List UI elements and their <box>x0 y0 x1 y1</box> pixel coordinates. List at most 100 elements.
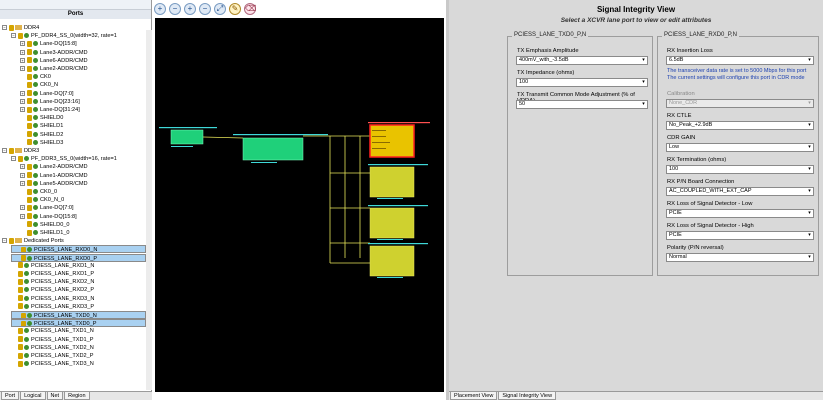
collapse-icon[interactable]: − <box>11 33 16 39</box>
lock-icon[interactable] <box>27 40 32 47</box>
lock-icon[interactable] <box>27 131 32 138</box>
tx-cm-select[interactable]: 50▾ <box>516 100 648 109</box>
tree-row[interactable]: CK0 <box>20 73 146 81</box>
tree-row[interactable]: PCIESS_LANE_RXD0_P <box>11 253 146 262</box>
lock-icon[interactable] <box>21 255 26 261</box>
lock-icon[interactable] <box>9 237 14 244</box>
expand-icon[interactable]: + <box>20 172 25 178</box>
tree-row[interactable]: CK0_N <box>20 81 146 89</box>
tab-logical[interactable]: Logical <box>20 392 46 400</box>
tree-row[interactable]: +Lane-DQ[7:0] <box>20 90 146 98</box>
los-low-select[interactable]: PCIE▾ <box>666 209 814 218</box>
tree-row[interactable]: SHIELD0 <box>20 114 146 122</box>
tab-region[interactable]: Region <box>64 392 90 400</box>
tree-row[interactable]: +Lane6-ADDR/CMD <box>20 57 146 65</box>
tab-net[interactable]: Net <box>46 392 64 400</box>
tree-row[interactable]: −DDR4 <box>2 24 146 32</box>
tree-row[interactable]: PCIESS_LANE_RXD3_P <box>11 303 146 311</box>
tree-row[interactable]: PCIESS_LANE_RXD1_P <box>11 270 146 278</box>
lock-icon[interactable] <box>27 172 32 179</box>
lock-icon[interactable] <box>18 336 23 343</box>
lock-icon[interactable] <box>27 57 32 64</box>
tree-row[interactable]: PCIESS_LANE_RXD3_N <box>11 295 146 303</box>
lock-icon[interactable] <box>27 221 32 228</box>
tree-row[interactable]: PCIESS_LANE_TXD3_N <box>11 360 146 368</box>
board-connection-select[interactable]: AC_COUPLED_WITH_EXT_CAP▾ <box>666 187 814 196</box>
expand-icon[interactable]: + <box>20 205 25 211</box>
tree-row[interactable]: SHIELD1 <box>20 122 146 130</box>
lock-icon[interactable] <box>9 24 14 31</box>
lock-icon[interactable] <box>18 344 23 351</box>
tree-row[interactable]: PCIESS_LANE_RXD0_N <box>11 245 146 254</box>
rx-termination-select[interactable]: 100▾ <box>666 165 814 174</box>
lock-icon[interactable] <box>27 114 32 121</box>
tree-row[interactable]: +Lane-DQ[23:16] <box>20 98 146 106</box>
tree-row[interactable]: PCIESS_LANE_TXD1_P <box>11 336 146 344</box>
rx-loss-select[interactable]: 6.5dB▾ <box>666 56 814 65</box>
ctle-select[interactable]: No_Peak_+2.9dB▾ <box>666 121 814 130</box>
lock-icon[interactable] <box>27 81 32 88</box>
lock-icon[interactable] <box>27 180 32 187</box>
tree-row[interactable]: CK0_0 <box>20 188 146 196</box>
tree-row[interactable]: +Lane3-ADDR/CMD <box>20 49 146 57</box>
tree-row[interactable]: PCIESS_LANE_TXD1_N <box>11 327 146 335</box>
expand-icon[interactable]: + <box>20 180 25 186</box>
tree-row[interactable]: SHIELD0_0 <box>20 221 146 229</box>
tree-row[interactable]: +Lane5-ADDR/CMD <box>20 180 146 188</box>
lock-icon[interactable] <box>18 327 23 334</box>
lock-icon[interactable] <box>27 139 32 146</box>
eraser-icon[interactable]: ⌫ <box>244 3 257 15</box>
fit-icon[interactable]: ⤢ <box>214 3 226 15</box>
tree-row[interactable]: SHIELD2 <box>20 131 146 139</box>
expand-icon[interactable]: + <box>20 41 25 47</box>
tab-signal-integrity-view[interactable]: Signal Integrity View <box>498 392 557 400</box>
pencil-icon[interactable]: ✎ <box>229 3 241 15</box>
tree-row[interactable]: +Lane2-ADDR/CMD <box>20 65 146 73</box>
lock-icon[interactable] <box>27 204 32 211</box>
los-high-select[interactable]: PCIE▾ <box>666 231 814 240</box>
splitter[interactable] <box>446 0 449 400</box>
lock-icon[interactable] <box>18 155 23 162</box>
collapse-icon[interactable]: − <box>2 238 7 244</box>
lock-icon[interactable] <box>27 163 32 170</box>
tree-row[interactable]: PCIESS_LANE_TXD0_P <box>11 319 146 328</box>
tab-port[interactable]: Port <box>1 392 20 400</box>
zoom-out-alt-icon[interactable]: − <box>199 3 211 15</box>
ports-scrollbar[interactable] <box>146 30 152 390</box>
lock-icon[interactable] <box>27 73 32 80</box>
expand-icon[interactable]: + <box>20 98 25 104</box>
zoom-in-icon[interactable]: + <box>154 3 166 15</box>
lock-icon[interactable] <box>18 303 23 310</box>
lock-icon[interactable] <box>18 295 23 302</box>
tree-row[interactable]: +Lane-DQ[15:8] <box>20 213 146 221</box>
tree-row[interactable]: −PF_DDR4_SS_0(width=32, rate=1 <box>11 32 146 40</box>
expand-icon[interactable]: + <box>20 49 25 55</box>
tree-row[interactable]: +Lane2-ADDR/CMD <box>20 163 146 171</box>
collapse-icon[interactable]: − <box>2 25 7 31</box>
zoom-in-alt-icon[interactable]: + <box>184 3 196 15</box>
lock-icon[interactable] <box>18 286 23 293</box>
tree-row[interactable]: PCIESS_LANE_TXD2_P <box>11 352 146 360</box>
lock-icon[interactable] <box>27 98 32 105</box>
lock-icon[interactable] <box>18 278 23 285</box>
tree-row[interactable]: SHIELD3 <box>20 139 146 147</box>
expand-icon[interactable]: + <box>20 57 25 63</box>
collapse-icon[interactable]: − <box>2 148 7 154</box>
tree-row[interactable]: −PF_DDR3_SS_0(width=16, rate=1 <box>11 155 146 163</box>
lock-icon[interactable] <box>27 65 32 72</box>
tree-row[interactable]: +Lane-DQ[15:8] <box>20 40 146 48</box>
tree-row[interactable]: PCIESS_LANE_RXD1_N <box>11 262 146 270</box>
tab-placement-view[interactable]: Placement View <box>450 392 498 400</box>
lock-icon[interactable] <box>18 262 23 269</box>
lock-icon[interactable] <box>27 90 32 97</box>
expand-icon[interactable]: + <box>20 66 25 72</box>
tree-row[interactable]: −Dedicated Ports <box>2 237 146 245</box>
lock-icon[interactable] <box>21 320 26 327</box>
lock-icon[interactable] <box>18 352 23 359</box>
tree-row[interactable]: PCIESS_LANE_RXD2_P <box>11 286 146 294</box>
lock-icon[interactable] <box>27 49 32 56</box>
expand-icon[interactable]: + <box>20 90 25 96</box>
lock-icon[interactable] <box>9 147 14 154</box>
tree-row[interactable]: −DDR3 <box>2 147 146 155</box>
placement-canvas[interactable] <box>155 18 444 392</box>
